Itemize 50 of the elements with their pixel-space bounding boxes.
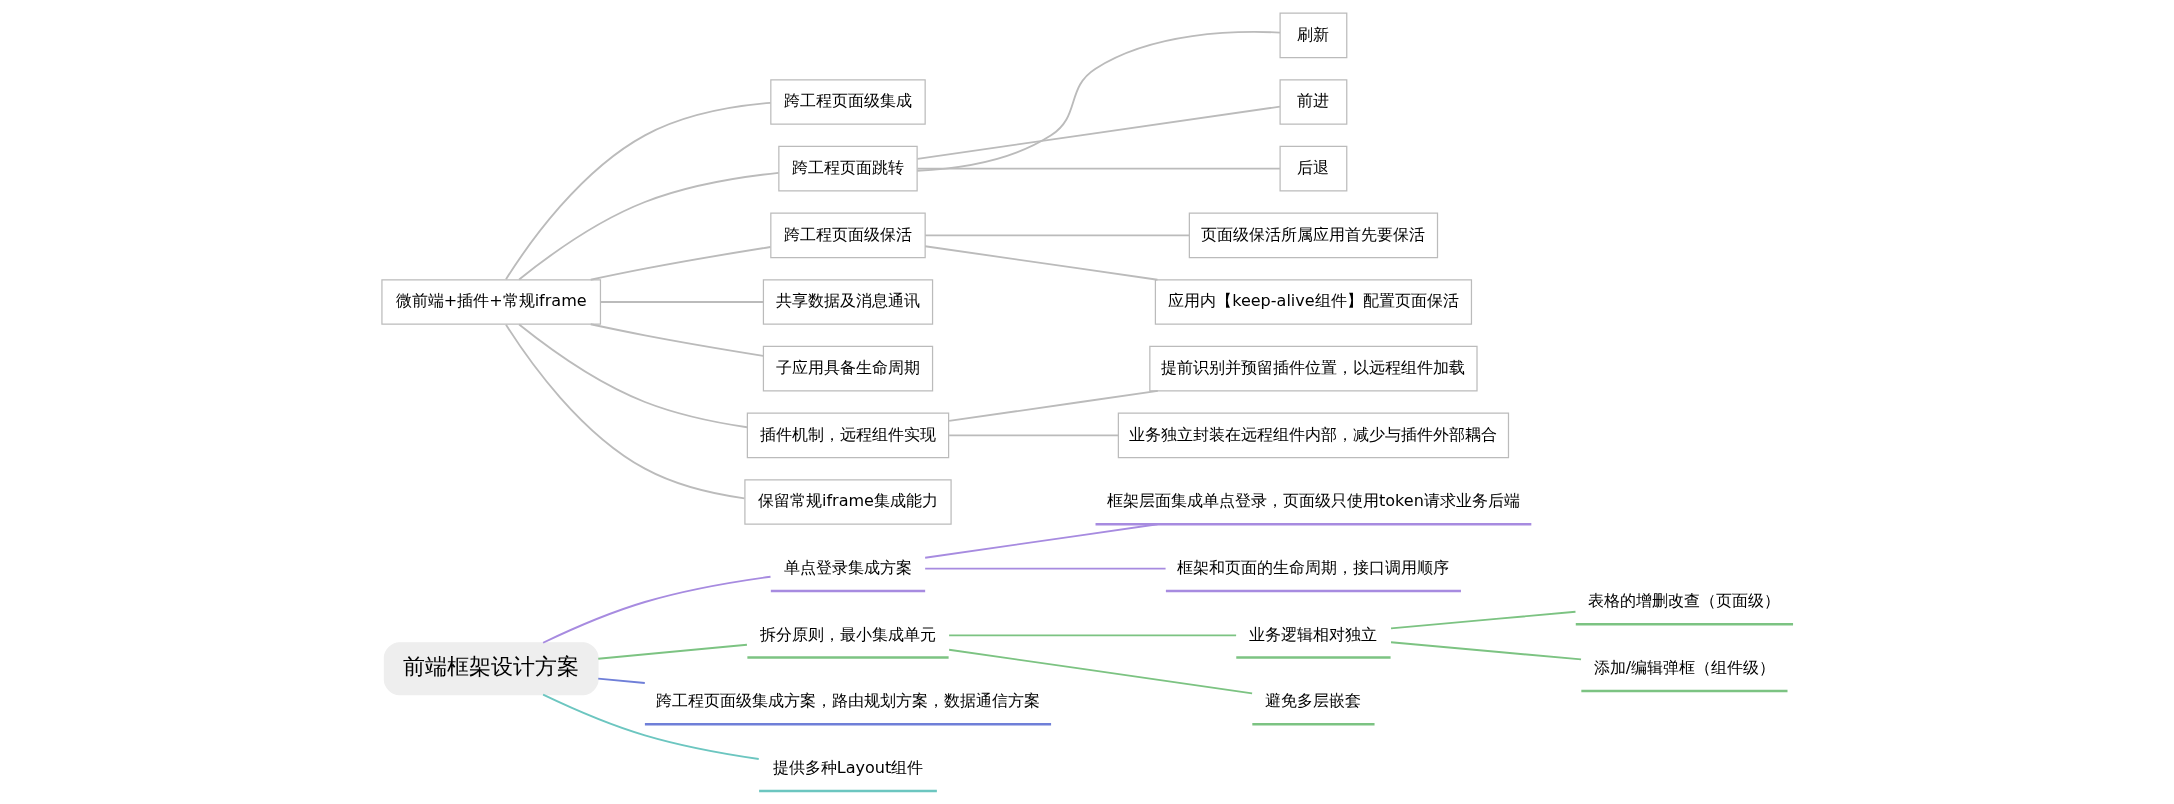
node-text: 提供多种Layout组件 <box>772 757 923 777</box>
node-box: 微前端+插件+常规iframe <box>380 279 601 325</box>
connector <box>923 523 1158 559</box>
connector <box>947 648 1253 695</box>
connector <box>923 567 1166 570</box>
connector <box>923 245 1158 281</box>
node-text: 表格的增删改查（页面级） <box>1587 591 1780 611</box>
connector <box>1389 641 1582 661</box>
node-text: 框架和页面的生命周期，接口调用顺序 <box>1176 557 1449 577</box>
node-box: 跨工程页面级保活 <box>769 212 926 259</box>
connector <box>947 634 1237 637</box>
node-box: 页面级保活所属应用首先要保活 <box>1188 212 1438 259</box>
connector <box>596 643 748 660</box>
node-box: 应用内【keep-alive组件】配置页面保活 <box>1154 279 1472 325</box>
node-text: 添加/编辑弹框（组件级） <box>1593 657 1775 677</box>
connector <box>504 323 745 500</box>
node-box: 保留常规iframe集成能力 <box>743 479 952 525</box>
node-box: 插件机制，远程组件实现 <box>746 412 949 459</box>
node-box: 提前识别并预留插件位置，以远程组件加载 <box>1148 345 1478 392</box>
node-box: 跨工程页面级集成 <box>769 79 926 125</box>
connector <box>541 693 760 760</box>
connector <box>599 301 764 303</box>
node-box: 刷新 <box>1278 12 1347 59</box>
node-text: 单点登录集成方案 <box>783 557 912 577</box>
connector <box>923 234 1190 237</box>
connector <box>596 677 646 684</box>
connector <box>947 434 1119 437</box>
node-text: 业务逻辑相对独立 <box>1248 624 1377 644</box>
node-box: 前端框架设计方案 <box>383 642 599 696</box>
node-text: 避免多层嵌套 <box>1264 691 1361 711</box>
connector <box>1389 610 1576 630</box>
node-box: 后退 <box>1278 145 1347 192</box>
connector <box>589 246 771 281</box>
node-box: 子应用具备生命周期 <box>762 345 933 392</box>
connector <box>541 575 771 644</box>
node-box: 业务独立封装在远程组件内部，减少与插件外部耦合 <box>1117 412 1509 459</box>
node-text: 跨工程页面级集成方案，路由规划方案，数据通信方案 <box>655 691 1040 711</box>
connector <box>517 323 748 429</box>
node-text: 拆分原则，最小集成单元 <box>759 624 936 644</box>
connector <box>915 31 1281 172</box>
connector <box>504 101 771 281</box>
connector <box>916 105 1281 160</box>
node-box: 共享数据及消息通讯 <box>762 279 933 325</box>
connector <box>589 323 764 357</box>
node-box: 前进 <box>1278 79 1347 125</box>
node-box: 跨工程页面跳转 <box>777 145 918 192</box>
connector <box>916 167 1281 170</box>
connector <box>517 171 779 281</box>
node-text: 框架层面集成单点登录，页面级只使用token请求业务后端 <box>1106 491 1520 511</box>
connector <box>947 389 1159 422</box>
